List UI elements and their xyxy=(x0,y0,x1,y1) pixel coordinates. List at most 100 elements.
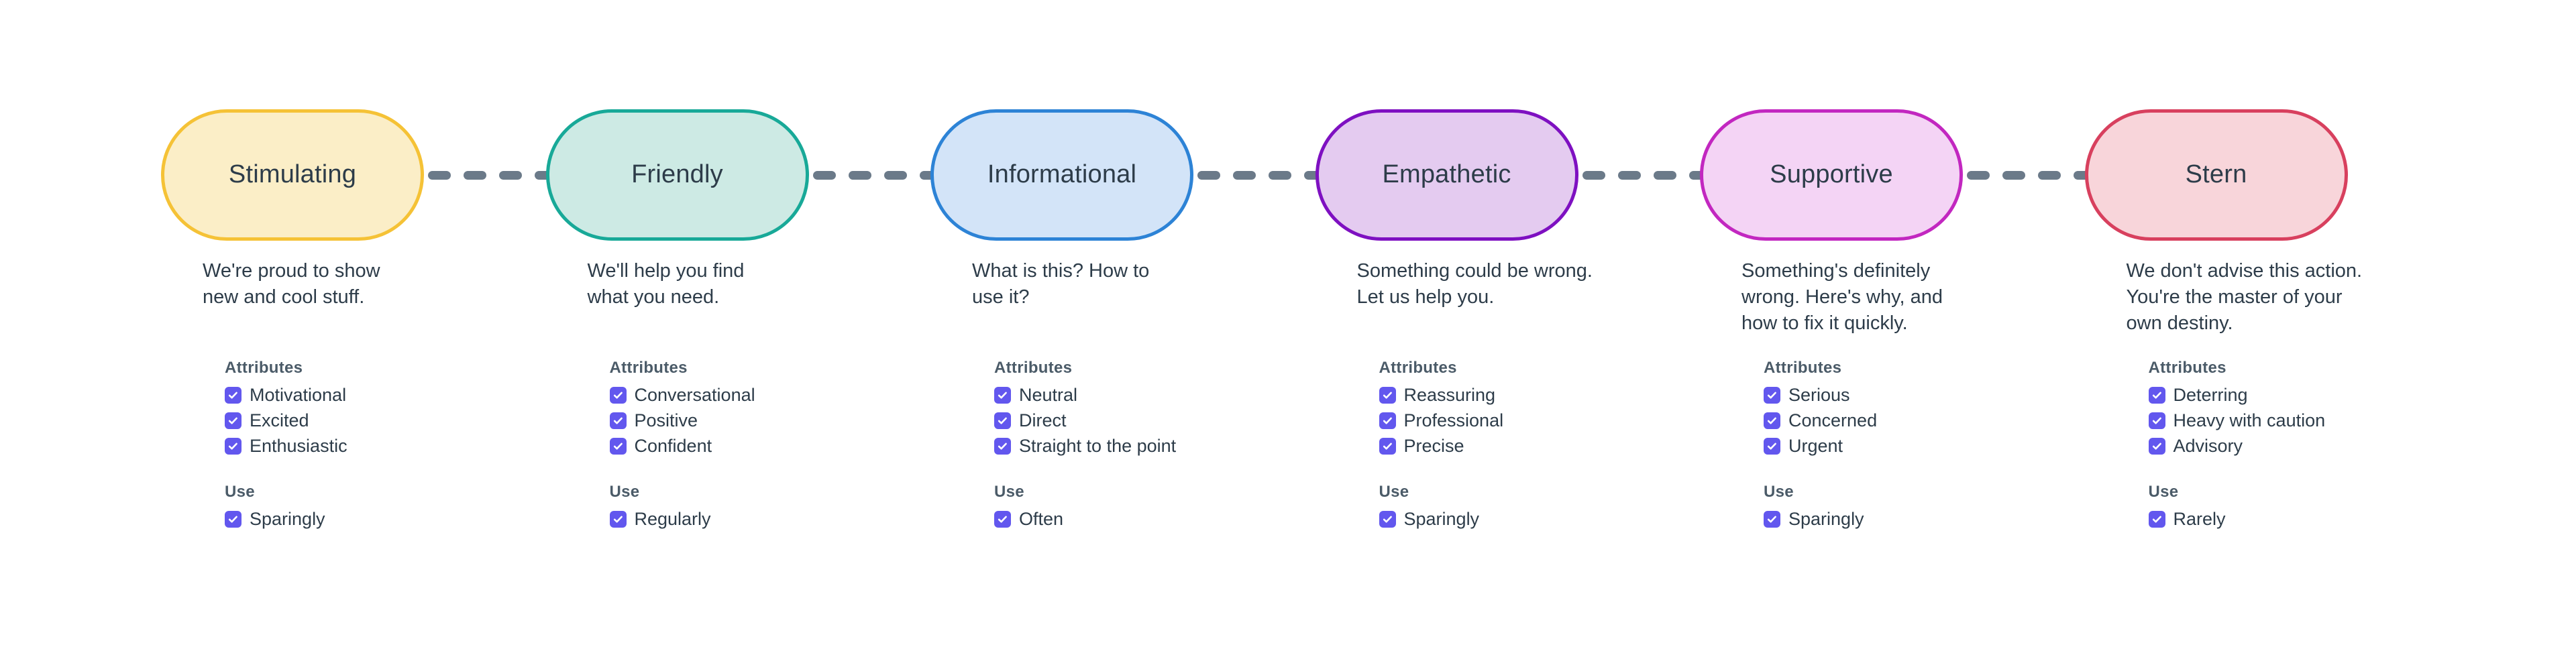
tone-pill[interactable]: Friendly xyxy=(545,109,809,241)
checkbox-row[interactable]: Motivational xyxy=(225,382,540,408)
tone-pill-label: Supportive xyxy=(1770,160,1893,189)
checkbox-row[interactable]: Enthusiastic xyxy=(225,433,540,459)
check-icon[interactable] xyxy=(1379,412,1396,429)
checkbox-row[interactable]: Heavy with caution xyxy=(2148,408,2464,433)
tone-pill-wrapper: Informational xyxy=(930,109,1193,241)
check-icon[interactable] xyxy=(225,437,241,455)
tone-pill-label: Friendly xyxy=(631,160,723,189)
checkbox-row[interactable]: Neutral xyxy=(994,382,1309,408)
tone-pill[interactable]: Informational xyxy=(930,109,1193,241)
check-icon[interactable] xyxy=(994,437,1011,455)
checkbox-row[interactable]: Advisory xyxy=(2148,433,2464,459)
tone-pill[interactable]: Stimulating xyxy=(161,109,424,241)
checkbox-label: Sparingly xyxy=(250,509,325,529)
tone-description: We're proud to show new and cool stuff. xyxy=(203,260,380,308)
check-icon[interactable] xyxy=(1379,386,1396,404)
checkbox-label: Neutral xyxy=(1019,385,1078,405)
checkbox-row[interactable]: Sparingly xyxy=(1379,506,1695,532)
check-icon[interactable] xyxy=(609,437,627,455)
checkbox-row[interactable]: Concerned xyxy=(1764,408,2079,433)
tone-pill[interactable]: Empathetic xyxy=(1315,109,1578,241)
checkbox-label: Often xyxy=(1019,509,1064,529)
check-icon[interactable] xyxy=(2148,510,2165,528)
checkbox-label: Straight to the point xyxy=(1019,436,1177,456)
tone-pill[interactable]: Supportive xyxy=(1700,109,1963,241)
checkbox-label: Deterring xyxy=(2173,385,2248,405)
check-icon[interactable] xyxy=(2148,412,2165,429)
check-icon[interactable] xyxy=(1764,412,1780,429)
check-icon[interactable] xyxy=(609,412,627,429)
attributes-title: Attributes xyxy=(2148,359,2226,377)
check-icon[interactable] xyxy=(609,510,627,528)
dash-segment xyxy=(883,170,907,180)
tone-pill[interactable]: Stern xyxy=(2084,109,2348,241)
checkbox-row[interactable]: Urgent xyxy=(1764,433,2079,459)
check-icon[interactable] xyxy=(1764,386,1780,404)
checkbox-row[interactable]: Direct xyxy=(994,408,1309,433)
check-icon[interactable] xyxy=(994,412,1011,429)
checkbox-row[interactable]: Conversational xyxy=(609,382,925,408)
checkbox-row[interactable]: Excited xyxy=(225,408,540,433)
tone-pill-wrapper: Friendly xyxy=(545,109,809,241)
checkbox-label: Reassuring xyxy=(1403,385,1496,405)
use-title: Use xyxy=(1764,483,1794,501)
checkbox-label: Concerned xyxy=(1788,410,1878,430)
check-icon[interactable] xyxy=(1764,510,1780,528)
dashed-line-icon xyxy=(1582,170,1712,180)
checkbox-row[interactable]: Straight to the point xyxy=(994,433,1309,459)
checkbox-label: Conversational xyxy=(634,385,755,405)
dashed-line-icon xyxy=(1967,170,2096,180)
check-icon[interactable] xyxy=(994,386,1011,404)
checkbox-row[interactable]: Often xyxy=(994,506,1309,532)
checkbox-row[interactable]: Confident xyxy=(609,433,925,459)
check-icon[interactable] xyxy=(1764,437,1780,455)
checkbox-label: Professional xyxy=(1403,410,1504,430)
attributes-title: Attributes xyxy=(609,359,688,377)
check-icon[interactable] xyxy=(2148,386,2165,404)
checkbox-row[interactable]: Sparingly xyxy=(1764,506,2079,532)
checkbox-label: Confident xyxy=(634,436,712,456)
check-icon[interactable] xyxy=(609,386,627,404)
checkbox-row[interactable]: Professional xyxy=(1379,408,1695,433)
dash-segment xyxy=(499,170,522,180)
checkbox-row[interactable]: Regularly xyxy=(609,506,925,532)
check-icon[interactable] xyxy=(225,510,241,528)
dashed-line-icon xyxy=(812,170,943,180)
tone-pill-wrapper: Stern xyxy=(2084,109,2348,241)
check-icon[interactable] xyxy=(1379,510,1396,528)
check-icon[interactable] xyxy=(1379,437,1396,455)
check-icon[interactable] xyxy=(225,386,241,404)
checkbox-row[interactable]: Precise xyxy=(1379,433,1695,459)
check-icon[interactable] xyxy=(994,510,1011,528)
check-icon[interactable] xyxy=(2148,437,2165,455)
checkbox-row[interactable]: Deterring xyxy=(2148,382,2464,408)
check-icon[interactable] xyxy=(225,412,241,429)
checkbox-row[interactable]: Rarely xyxy=(2148,506,2464,532)
checkbox-row[interactable]: Reassuring xyxy=(1379,382,1695,408)
checkbox-label: Precise xyxy=(1403,436,1464,456)
checkbox-row[interactable]: Serious xyxy=(1764,382,2079,408)
dash-segment xyxy=(464,170,486,180)
checkbox-label: Sparingly xyxy=(1788,509,1864,529)
checkbox-row[interactable]: Sparingly xyxy=(225,506,540,532)
attributes-title: Attributes xyxy=(225,359,303,377)
dash-segment xyxy=(1582,170,1605,180)
tone-description: We'll help you find what you need. xyxy=(587,260,745,308)
attributes-title: Attributes xyxy=(994,359,1073,377)
checkbox-row[interactable]: Positive xyxy=(609,408,925,433)
